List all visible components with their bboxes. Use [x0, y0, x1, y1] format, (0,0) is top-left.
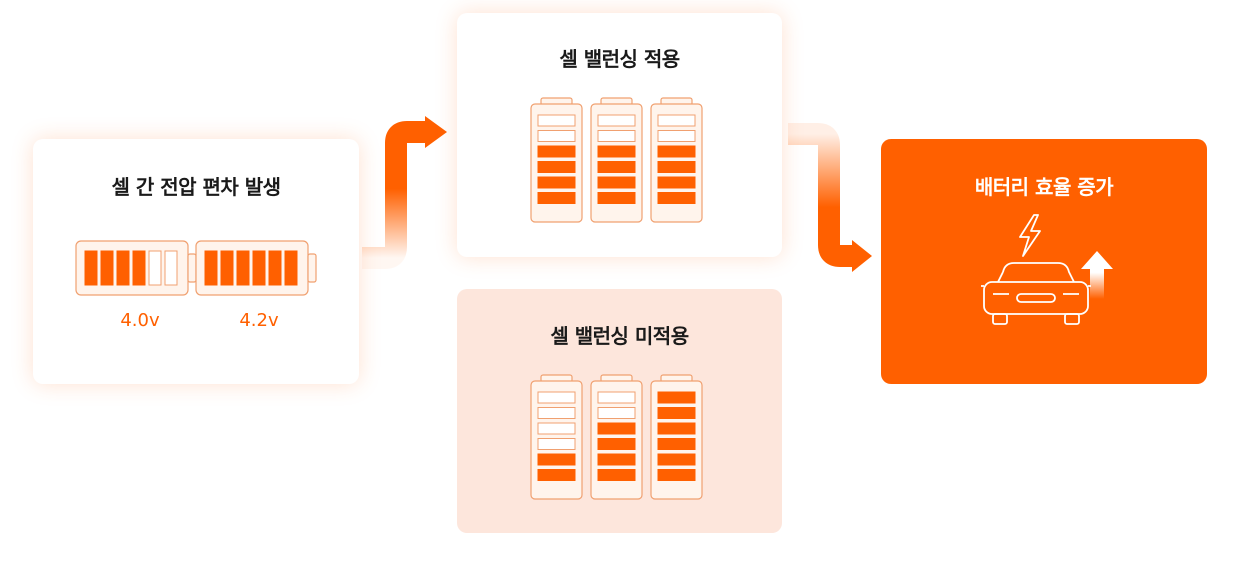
flow-arrow-icon — [788, 123, 872, 272]
cell-segment — [220, 250, 234, 286]
cell-segment — [537, 453, 576, 466]
cell-segment — [657, 176, 696, 189]
card-title: 셀 밸런싱 미적용 — [550, 324, 689, 348]
cell-segment — [236, 250, 250, 286]
cell-segment — [657, 130, 696, 142]
cell-segment — [537, 391, 576, 404]
cell-segment — [657, 145, 696, 158]
cell-segment — [132, 250, 146, 286]
battery-icon — [650, 97, 703, 223]
cell-segment — [597, 391, 636, 404]
battery-icon — [530, 97, 703, 223]
cell-segment — [657, 114, 696, 127]
cell-segment — [537, 192, 576, 204]
cell-segment — [537, 176, 576, 189]
card-title: 셀 간 전압 편차 발생 — [111, 175, 281, 199]
cell-segment — [597, 453, 636, 466]
card-title: 셀 밸런싱 적용 — [559, 47, 680, 71]
cell-segment — [657, 391, 696, 404]
cell-segment — [597, 114, 636, 127]
cell-segment — [537, 145, 576, 158]
cell-segment — [657, 407, 696, 419]
cell-segment — [597, 192, 636, 204]
cell-segment — [657, 192, 696, 204]
battery-icon — [590, 97, 643, 223]
cell-segment — [252, 250, 266, 286]
battery-icon — [75, 240, 197, 296]
battery-icon — [75, 240, 317, 296]
battery-icon — [590, 374, 643, 500]
cell-segment — [597, 161, 636, 173]
cell-segment — [537, 438, 576, 450]
cell-segment — [597, 422, 636, 435]
battery-icon — [530, 374, 703, 500]
cell-segment — [537, 130, 576, 142]
cell-segment — [268, 250, 282, 286]
cell-segment — [537, 114, 576, 127]
cell-segment — [657, 469, 696, 481]
cell-segment — [284, 250, 298, 286]
cell-segment — [597, 438, 636, 450]
balancing-applied-card: 셀 밸런싱 적용 — [457, 13, 782, 257]
up-arrow-icon — [1081, 251, 1113, 299]
cell-segment — [84, 250, 98, 286]
cell-segment — [597, 176, 636, 189]
battery-icon — [530, 97, 583, 223]
card-title: 배터리 효율 증가 — [974, 175, 1114, 199]
cell-segment — [537, 407, 576, 419]
cell-segment — [597, 145, 636, 158]
battery-efficiency-card: 배터리 효율 증가 — [881, 139, 1207, 384]
cell-segment — [657, 453, 696, 466]
cell-segment — [537, 161, 576, 173]
flow-arrow-icon — [362, 116, 447, 269]
cell-segment — [657, 422, 696, 435]
cell-segment — [100, 250, 114, 286]
balancing-not-applied-card: 셀 밸런싱 미적용 — [457, 289, 782, 533]
cell-segment — [116, 250, 130, 286]
battery-icon — [195, 240, 317, 296]
cell-segment — [657, 438, 696, 450]
voltage-label-right: 4.2v — [239, 310, 279, 331]
battery-icon — [650, 374, 703, 500]
battery-icon — [530, 374, 583, 500]
voltage-deviation-card: 셀 간 전압 편차 발생 4.0v 4.2v — [33, 139, 359, 384]
cell-segment — [597, 407, 636, 419]
cell-segment — [148, 250, 162, 286]
cell-segment — [204, 250, 218, 286]
cell-segment — [537, 422, 576, 435]
voltage-label-left: 4.0v — [120, 310, 160, 331]
cell-segment — [597, 469, 636, 481]
lightning-icon — [1019, 214, 1041, 257]
cell-segment — [597, 130, 636, 142]
car-icon — [981, 262, 1091, 325]
cell-segment — [657, 161, 696, 173]
cell-segment — [164, 250, 178, 286]
cell-segment — [537, 469, 576, 481]
